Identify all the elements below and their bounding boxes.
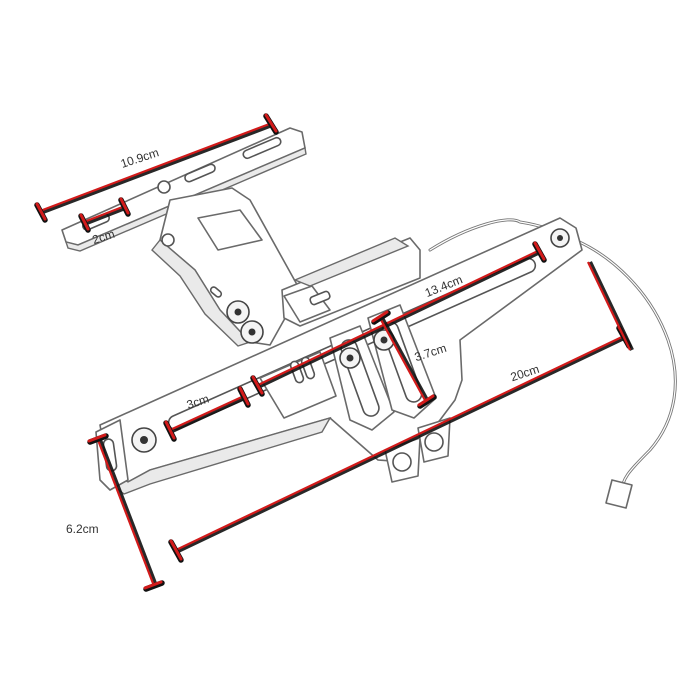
dim-top-width [34, 113, 279, 223]
dim-slot-height [371, 310, 437, 409]
dim-upper-length [250, 241, 547, 397]
label-left-slot: 3cm [185, 392, 211, 412]
label-left-height: 6.2cm [66, 522, 99, 536]
wire-cable [428, 218, 677, 509]
hinge-bolts [226, 300, 264, 344]
hinge-piece [151, 187, 301, 347]
lamp-housing [281, 237, 421, 327]
dim-left-height [87, 433, 165, 592]
label-top-slot: 2cm [91, 227, 117, 247]
dim-left-slot [163, 386, 251, 442]
dim-top-slot [78, 197, 131, 233]
dim-right-vertical [587, 261, 634, 351]
arm-bolts [131, 228, 570, 453]
